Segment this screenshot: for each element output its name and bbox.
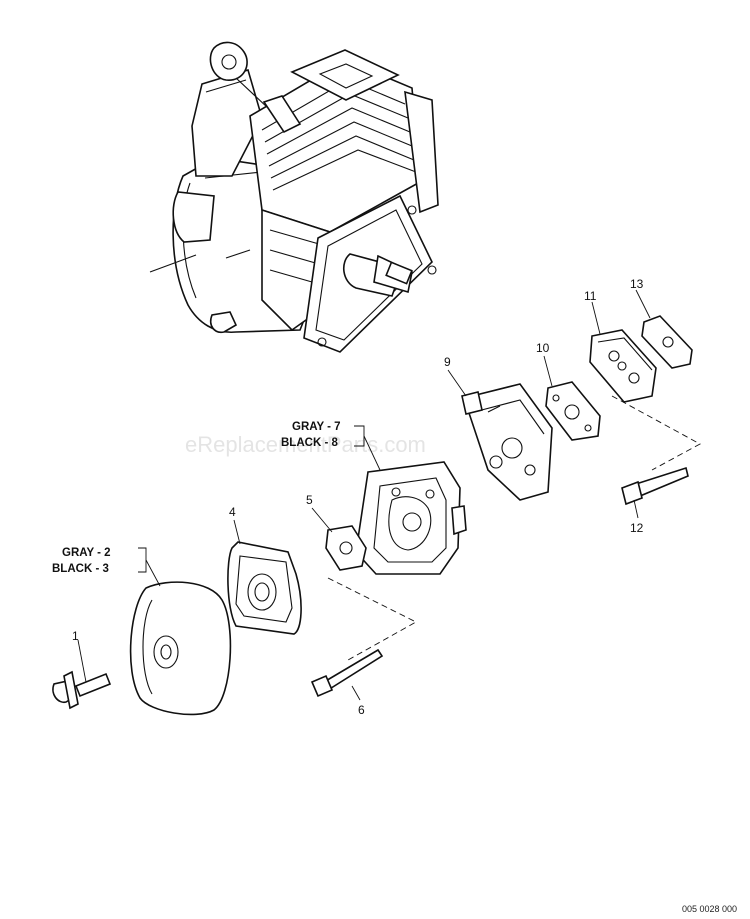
callout-1: 1	[72, 629, 79, 643]
part-bolt-12	[621, 466, 689, 506]
assembly-guide-lines	[327, 395, 701, 661]
callout-6: 6	[358, 703, 365, 717]
part-filter-element	[227, 541, 302, 635]
color-label-black-3: BLACK - 3	[52, 563, 109, 575]
part-carb-gasket	[545, 381, 601, 441]
drawing-code: 005 0028 000	[682, 904, 737, 914]
part-long-bolt	[310, 648, 384, 698]
part-air-filter-base	[355, 461, 467, 575]
part-wing-bolt	[52, 670, 112, 710]
callout-4: 4	[229, 505, 236, 519]
part-air-filter-cover	[129, 581, 232, 716]
part-choke-plate	[325, 525, 367, 571]
color-label-gray-7: GRAY - 7	[292, 421, 341, 433]
engine-assembly	[149, 41, 439, 353]
watermark: eReplacementParts.com	[185, 432, 426, 457]
part-gasket	[641, 315, 693, 369]
callout-5: 5	[306, 493, 313, 507]
callout-9: 9	[444, 355, 451, 369]
color-label-black-8: BLACK - 8	[281, 437, 338, 449]
part-carburetor	[461, 383, 553, 501]
callout-13: 13	[630, 277, 644, 291]
callout-10: 10	[536, 341, 550, 355]
callout-12: 12	[630, 521, 644, 535]
leader-lines	[77, 289, 651, 701]
callout-labels: 1 4 5 6 9 10 11 13 12 GRAY - 2 BLACK - 3…	[52, 277, 644, 717]
callout-11: 11	[584, 289, 597, 303]
part-insulator	[589, 329, 657, 403]
color-label-gray-2: GRAY - 2	[62, 547, 111, 559]
